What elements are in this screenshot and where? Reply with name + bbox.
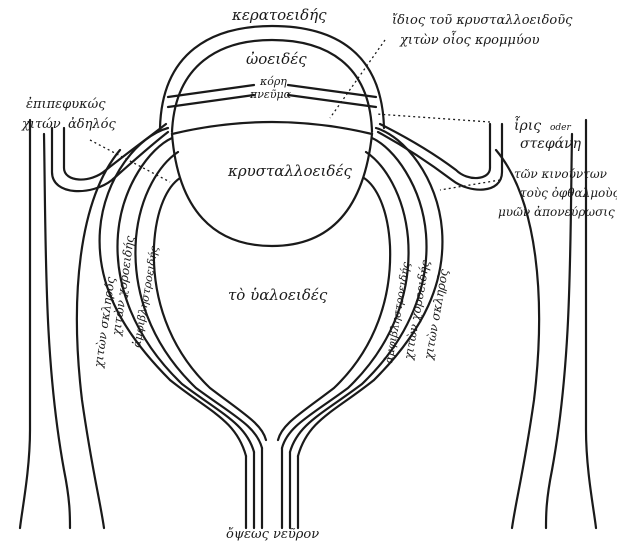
- label-muscles-2: τοὺς ὀφθαλμοὺς: [520, 186, 617, 200]
- label-iris-2: στεφάνη: [520, 136, 582, 152]
- label-lens-capsule-2: χιτὼν οἷος κρομμύου: [399, 31, 540, 48]
- conjunctiva-right-fold-inner: [380, 124, 490, 178]
- label-muscles-3: μυῶν ἀπονεύρωσις: [498, 205, 615, 219]
- right-outer-sheath: [586, 120, 596, 528]
- label-pupil-2: πνεῦμα: [249, 88, 292, 101]
- label-iris-1: ἶρις: [514, 115, 541, 134]
- label-muscles-1: τῶν κινούντων: [514, 167, 607, 181]
- label-conjunctiva-3: ἀδηλός: [68, 117, 116, 132]
- label-vitreous: τὸ ὑαλοειδές: [228, 286, 328, 304]
- inner-wall-right: [278, 178, 390, 440]
- label-lens-capsule-1: ἴδιος τοῦ κρυσταλλοειδοῦς: [392, 13, 573, 28]
- left-sheath-2: [44, 134, 70, 528]
- label-cornea: κερατοειδής: [231, 6, 327, 24]
- label-iris-oder: oder: [550, 123, 572, 133]
- iris-right-lower: [288, 95, 376, 107]
- label-conjunctiva-1: ἐπιπεφυκώς: [26, 97, 106, 112]
- label-lens: κρυσταλλοειδές: [227, 162, 352, 180]
- leader-iris: [376, 114, 490, 122]
- iris-left-lower: [168, 95, 254, 107]
- label-pupil-1: κόρη: [259, 75, 287, 88]
- label-aqueous: ὠοειδές: [246, 50, 307, 68]
- label-optic-nerve: ὄψεως νεῦρον: [226, 527, 319, 542]
- conjunctiva-left-fold-inner: [64, 124, 166, 180]
- conjunctiva-left-fold: [52, 128, 168, 191]
- left-outer-sheath: [20, 120, 30, 528]
- lens: [172, 122, 372, 246]
- label-conjunctiva-2: χιτών: [21, 117, 61, 132]
- inner-wall-left: [154, 178, 266, 440]
